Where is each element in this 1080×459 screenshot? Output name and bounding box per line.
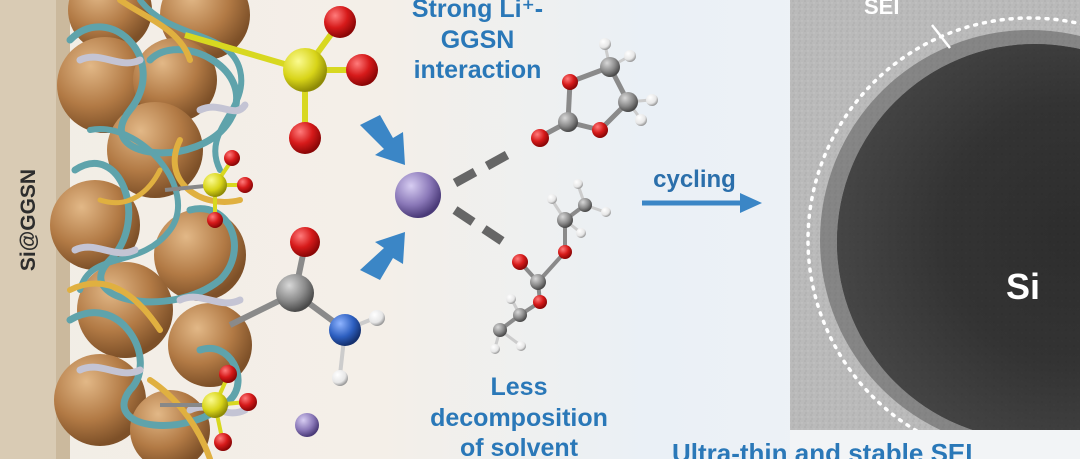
interaction-caption-line3: interaction xyxy=(413,56,542,84)
tem-si-label: Si xyxy=(1005,266,1040,307)
decomposition-caption: Less decomposition of solvent xyxy=(408,372,630,459)
binder-network xyxy=(66,0,249,459)
lithium-ion-central[interactable] xyxy=(395,172,441,218)
tem-sei-label: SEI xyxy=(864,0,900,19)
tem-image xyxy=(790,0,1080,459)
interaction-caption: Strong Li⁺- GGSN interaction xyxy=(380,0,575,86)
sei-caption: Ultra-thin and stable SEI xyxy=(672,438,973,459)
decomposition-caption-line2: decomposition xyxy=(430,403,608,432)
ethylene-carbonate-molecule xyxy=(531,38,658,147)
lithium-ion-small xyxy=(295,413,319,437)
interaction-caption-line2: GGSN xyxy=(440,25,515,54)
side-label-text: Si@GGSN xyxy=(17,168,40,272)
sulfonate-group-large xyxy=(184,6,378,154)
diethyl-carbonate-molecule xyxy=(490,179,611,354)
cycling-arrow xyxy=(642,193,762,213)
decomposition-caption-line3: of solvent xyxy=(459,434,579,459)
interaction-arrows xyxy=(360,115,405,280)
sulfonate-group-small-1 xyxy=(164,150,253,228)
side-label: Si@GGSN xyxy=(0,150,58,290)
amide-group xyxy=(228,227,385,386)
coordination-dashes xyxy=(452,151,510,245)
interaction-caption-line1: Strong Li⁺- xyxy=(411,0,544,23)
decomposition-caption-line1: Less xyxy=(490,373,548,401)
cycling-label: cycling xyxy=(653,166,736,193)
sulfonate-group-small-2 xyxy=(160,365,257,451)
